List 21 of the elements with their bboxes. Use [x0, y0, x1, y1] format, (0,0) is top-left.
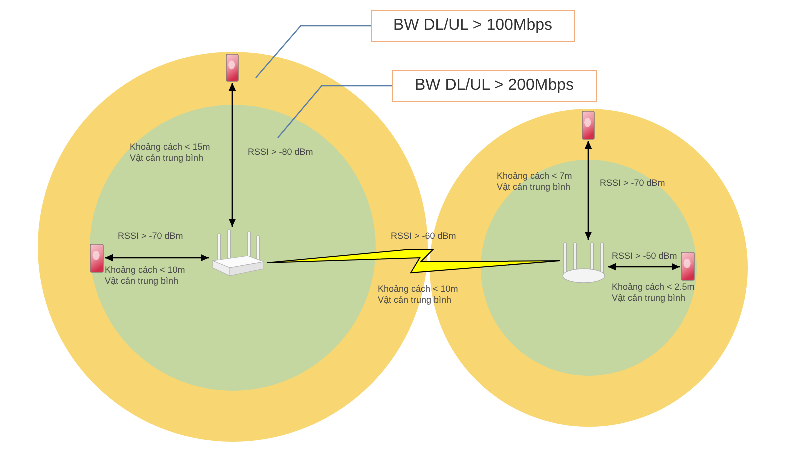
distance-note: Khoảng cách < 10m Vật cản trung bình: [105, 265, 186, 287]
edge-label: RSSI > -70 dBm: [118, 231, 184, 242]
distance-note: Khoảng cách < 7m Vật cản trung bình: [497, 171, 574, 193]
edge-label: RSSI > -80 dBm: [248, 147, 314, 158]
double-arrow: [228, 83, 236, 227]
smartphone-icon: [90, 244, 104, 273]
edge-label: RSSI > -50 dBm: [612, 251, 678, 262]
callout-box: BW DL/UL > 200Mbps: [392, 70, 597, 102]
smartphone-icon: [226, 54, 239, 82]
callout-box: BW DL/UL > 100Mbps: [371, 10, 575, 42]
distance-note: Khoảng cách < 2.5m Vật cản trung bình: [612, 282, 696, 304]
distance-note: Khoảng cách < 15m Vật cản trung bình: [130, 142, 212, 164]
lightning-link: [266, 250, 560, 274]
leader-line: [278, 85, 392, 138]
smartphone-icon: [582, 111, 595, 140]
double-arrow: [608, 263, 680, 271]
smartphone-icon: [681, 252, 695, 281]
double-arrow: [105, 254, 209, 262]
router-icon: [561, 241, 607, 285]
double-arrow: [584, 141, 592, 240]
edge-label: RSSI > -70 dBm: [600, 178, 666, 189]
